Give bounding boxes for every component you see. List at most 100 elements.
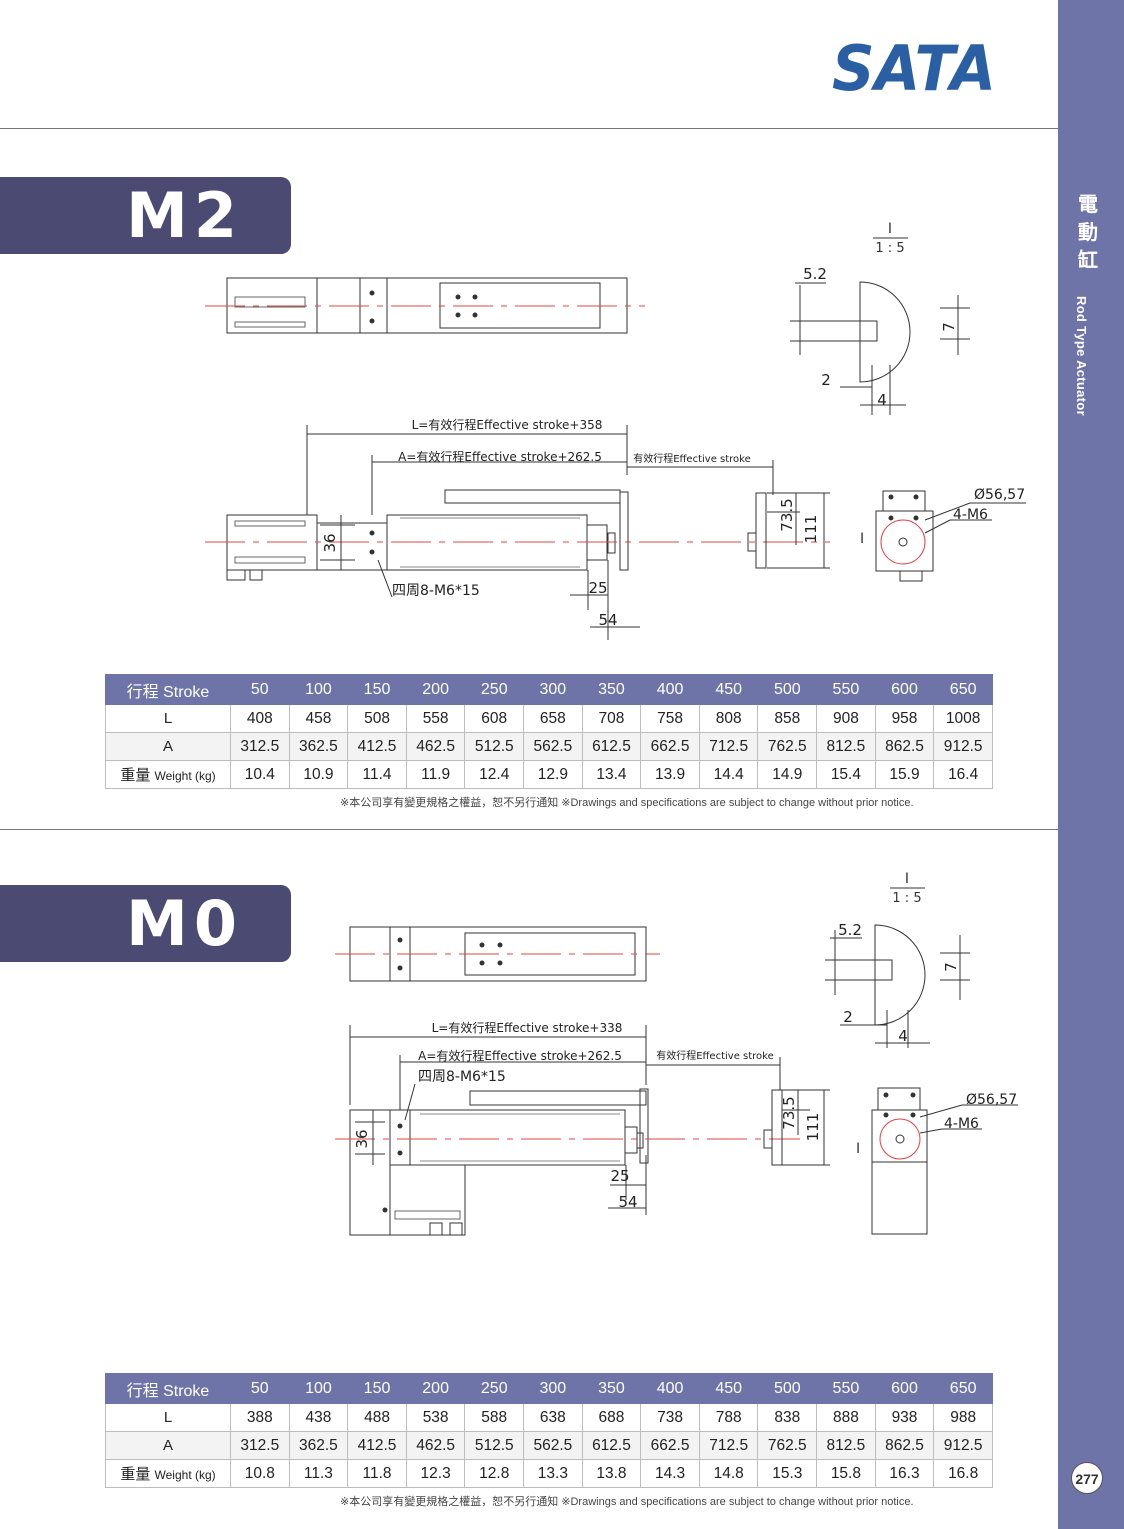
m2-cell-w-9: 14.9 — [757, 760, 818, 789]
m2-cell-stroke-5: 300 — [523, 674, 583, 705]
m2-l-length: L=有效行程Effective stroke+358 — [412, 417, 603, 432]
m0-front-view: I Ø56,57 4-M6 — [856, 1087, 1018, 1235]
m2-drawing: I 1 : 5 5.2 7 2 4 L=有效行程Effective stroke… — [205, 221, 1026, 640]
m0-dim-36: 36 — [353, 1129, 371, 1148]
m2-dim-4: 4 — [877, 391, 887, 409]
m2-cell-a-7: 662.5 — [640, 732, 700, 761]
m0-cell-w-7: 14.3 — [640, 1459, 700, 1488]
logo-text: SATA — [832, 38, 996, 94]
m0-cell-stroke-9: 500 — [757, 1373, 818, 1404]
model-tab-m2: M2 — [0, 177, 291, 254]
m0-cell-stroke-2: 150 — [347, 1373, 407, 1404]
model-tab-m0: M0 — [0, 885, 291, 962]
m0-cell-stroke-11: 600 — [874, 1373, 935, 1404]
m2-cell-stroke-10: 550 — [816, 674, 876, 705]
m2-weight-cn: 重量 — [120, 767, 151, 784]
m2-cell-w-2: 11.4 — [347, 760, 407, 789]
m2-cell-a-9: 762.5 — [757, 732, 818, 761]
m2-cell-l-5: 658 — [523, 704, 583, 733]
m0-cell-l-4: 588 — [464, 1403, 525, 1432]
m0-cell-stroke-8: 450 — [698, 1373, 759, 1404]
m2-cell-l-12: 1008 — [933, 704, 993, 733]
m0-cell-a-9: 762.5 — [757, 1431, 818, 1460]
m2-front-view: I Ø56,57 4-M6 — [860, 487, 1026, 582]
m2-cell-stroke-6: 350 — [581, 674, 642, 705]
m0-weight-en: Weight (kg) — [154, 1468, 216, 1482]
m2-dim-111: 111 — [802, 515, 820, 544]
m0-cell-l-9: 838 — [757, 1403, 818, 1432]
m2-front-id: I — [860, 531, 864, 547]
m0-dim-111: 111 — [804, 1113, 822, 1142]
m2-cell-w-1: 10.9 — [288, 760, 349, 789]
m2-cell-stroke-1: 100 — [288, 674, 349, 705]
m0-detail-scale: 1 : 5 — [892, 891, 921, 906]
m0-cell-stroke-1: 100 — [288, 1373, 349, 1404]
section-divider — [0, 829, 1058, 830]
sidebar-strip — [1058, 0, 1124, 1529]
m0-cell-l-3: 538 — [405, 1403, 466, 1432]
m0-l-label: L — [105, 1403, 231, 1432]
m2-diameter: Ø56,57 — [974, 487, 1025, 503]
m0-dim-2: 2 — [843, 1008, 853, 1026]
m2-cell-w-6: 13.4 — [581, 760, 642, 789]
m2-side-view: L=有效行程Effective stroke+358 A=有效行程Effecti… — [205, 417, 830, 640]
m2-cell-w-4: 12.4 — [464, 760, 525, 789]
model-title-m0: M0 — [126, 887, 243, 960]
m2-cell-l-2: 508 — [347, 704, 407, 733]
m0-cell-l-12: 988 — [933, 1403, 993, 1432]
m2-dim-25: 25 — [588, 579, 607, 597]
header-divider — [0, 128, 1058, 129]
m2-weight-label: 重量 Weight (kg) — [105, 760, 231, 789]
m0-cell-w-5: 13.3 — [523, 1459, 583, 1488]
m0-eff-stroke: 有效行程Effective stroke — [656, 1049, 774, 1062]
m2-screw-spec: 四周8-M6*15 — [392, 583, 480, 599]
m2-cell-l-3: 558 — [405, 704, 466, 733]
m2-cell-l-6: 708 — [581, 704, 642, 733]
m2-dim-7: 7 — [940, 322, 958, 332]
m2-cell-stroke-12: 650 — [933, 674, 993, 705]
m2-dim-5-2: 5.2 — [803, 265, 827, 283]
m0-dim-7: 7 — [942, 962, 960, 972]
m2-cell-a-8: 712.5 — [698, 732, 759, 761]
m0-cell-a-0: 312.5 — [230, 1431, 290, 1460]
m0-weight-label: 重量 Weight (kg) — [105, 1459, 231, 1488]
m0-holes: 4-M6 — [944, 1116, 979, 1132]
m0-cell-w-3: 12.3 — [405, 1459, 466, 1488]
m2-cell-w-12: 16.4 — [933, 760, 993, 789]
m2-top-view — [205, 277, 645, 334]
m0-cell-l-5: 638 — [523, 1403, 583, 1432]
m2-cell-a-5: 562.5 — [523, 732, 583, 761]
m0-cell-a-6: 612.5 — [581, 1431, 642, 1460]
m2-cell-a-4: 512.5 — [464, 732, 525, 761]
m0-cell-a-7: 662.5 — [640, 1431, 700, 1460]
m0-cell-stroke-0: 50 — [230, 1373, 290, 1404]
m2-cell-stroke-8: 450 — [698, 674, 759, 705]
m2-cell-w-11: 15.9 — [874, 760, 935, 789]
m0-dim-25: 25 — [610, 1167, 629, 1185]
m2-cell-a-0: 312.5 — [230, 732, 290, 761]
m0-a-label: A — [105, 1431, 231, 1460]
m0-cell-stroke-3: 200 — [405, 1373, 466, 1404]
m2-cell-a-12: 912.5 — [933, 732, 993, 761]
m0-drawing: I 1 : 5 5.2 7 2 4 L=有效行程Effective stroke… — [335, 871, 1018, 1236]
m0-cell-stroke-12: 650 — [933, 1373, 993, 1404]
m0-cell-stroke-4: 250 — [464, 1373, 525, 1404]
m2-cell-w-8: 14.4 — [698, 760, 759, 789]
m0-cell-l-0: 388 — [230, 1403, 290, 1432]
m0-cell-w-8: 14.8 — [698, 1459, 759, 1488]
m2-cell-w-3: 11.9 — [405, 760, 466, 789]
m0-cell-stroke-7: 400 — [640, 1373, 700, 1404]
m0-screw-spec: 四周8-M6*15 — [418, 1069, 506, 1085]
m0-cell-a-10: 812.5 — [816, 1431, 876, 1460]
m0-top-view — [335, 926, 660, 982]
m2-detail-id: I — [888, 221, 892, 237]
m2-cell-w-7: 13.9 — [640, 760, 700, 789]
m2-cell-l-0: 408 — [230, 704, 290, 733]
m2-holes: 4-M6 — [953, 507, 988, 523]
